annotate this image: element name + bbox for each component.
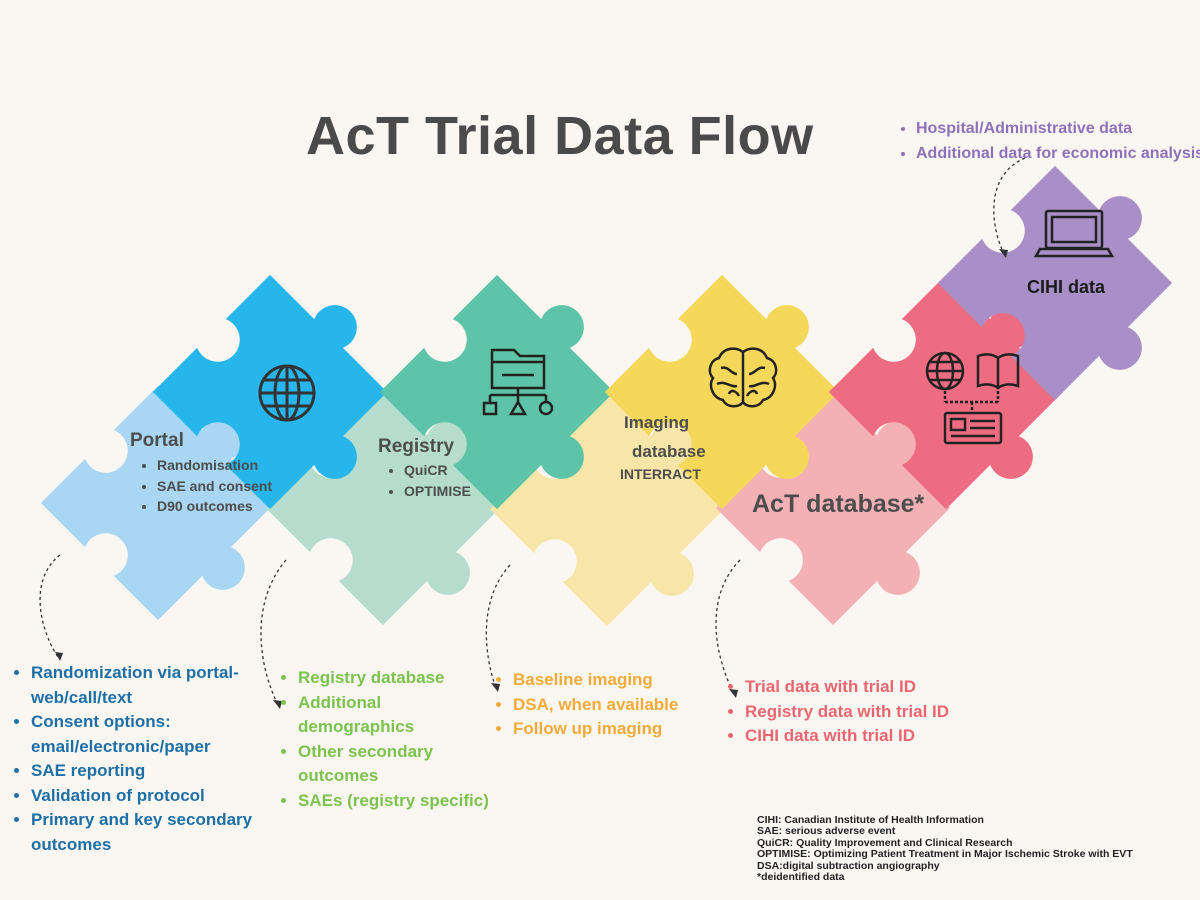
- brain-icon: [708, 347, 778, 408]
- registry-item: OPTIMISE: [404, 481, 471, 502]
- imaging-detail-item: Baseline imaging: [513, 668, 733, 693]
- registry-item: QuiCR: [404, 460, 471, 481]
- portal-details: Randomization via portal-web/call/text C…: [5, 661, 256, 857]
- connector-arrowheads: [55, 249, 1008, 709]
- imaging-details: Baseline imaging DSA, when available Fol…: [487, 668, 733, 742]
- legend-line: QuiCR: Quality Improvement and Clinical …: [757, 836, 1013, 849]
- portal-title: Portal: [130, 430, 184, 451]
- legend-line: OPTIMISE: Optimizing Patient Treatment i…: [757, 848, 1133, 861]
- cihi-detail-item: Additional data for economic analysis: [916, 142, 1200, 167]
- portal-detail-item: SAE reporting: [31, 759, 256, 784]
- abbreviation-legend: CIHI: Canadian Institute of Health Infor…: [757, 814, 1137, 884]
- legend-line: *deidentified data: [757, 871, 845, 884]
- laptop-icon: [1033, 209, 1115, 258]
- portal-detail-item: Validation of protocol: [31, 784, 256, 809]
- registry-detail-item: Additional demographics: [298, 691, 498, 740]
- registry-detail-item: SAEs (registry specific): [298, 789, 498, 814]
- act-database-detail-item: Trial data with trial ID: [745, 675, 1005, 700]
- cihi-details: Hospital/Administrative data Additional …: [890, 117, 1200, 166]
- portal-detail-item: Consent options: email/electronic/paper: [31, 710, 256, 759]
- portal-item: D90 outcomes: [157, 496, 272, 517]
- registry-title: Registry: [378, 436, 455, 457]
- imaging-title-line2: database: [632, 442, 706, 461]
- portal-item: Randomisation: [157, 455, 272, 476]
- portal-item: SAE and consent: [157, 476, 272, 497]
- legend-line: CIHI: Canadian Institute of Health Infor…: [757, 814, 984, 826]
- cihi-detail-item: Hospital/Administrative data: [916, 117, 1200, 142]
- registry-items: QuiCR OPTIMISE: [382, 460, 471, 501]
- globe-book-id-card-icon: [925, 351, 1020, 445]
- globe-icon: [258, 364, 316, 422]
- connector-arrows: [39, 157, 1026, 706]
- registry-detail-item: Other secondary outcomes: [298, 740, 498, 789]
- portal-items: Randomisation SAE and consent D90 outcom…: [135, 455, 272, 517]
- cihi-title: CIHI data: [1027, 277, 1106, 297]
- imaging-detail-item: Follow up imaging: [513, 717, 733, 742]
- imaging-detail-item: DSA, when available: [513, 693, 733, 718]
- portal-detail-item: Primary and key secondary outcomes: [31, 808, 256, 857]
- legend-line: SAE: serious adverse event: [757, 825, 896, 838]
- act-database-detail-item: CIHI data with trial ID: [745, 724, 1005, 749]
- registry-details: Registry database Additional demographic…: [272, 666, 498, 813]
- legend-line: DSA:digital subtraction angiography: [757, 859, 940, 872]
- registry-detail-item: Registry database: [298, 666, 498, 691]
- page-title: AcT Trial Data Flow: [306, 106, 814, 166]
- act-database-detail-item: Registry data with trial ID: [745, 700, 1005, 725]
- portal-detail-item: Randomization via portal-web/call/text: [31, 661, 256, 710]
- imaging-subtitle: INTERRACT: [620, 466, 701, 482]
- folder-network-icon: [482, 348, 554, 416]
- imaging-title-line1: Imaging: [624, 413, 690, 432]
- act-database-details: Trial data with trial ID Registry data w…: [719, 675, 1005, 749]
- act-database-title: AcT database*: [752, 490, 925, 518]
